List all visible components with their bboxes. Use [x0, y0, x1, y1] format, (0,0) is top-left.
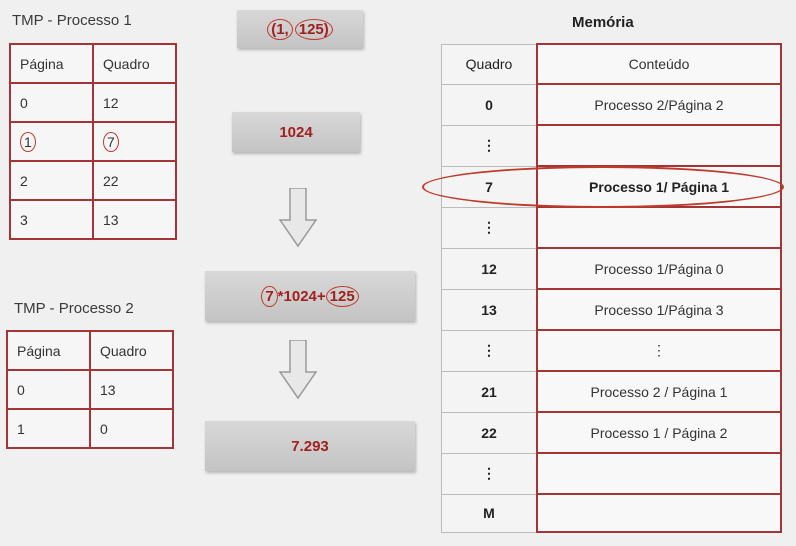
table-row: 0 Processo 2/Página 2 [441, 83, 782, 126]
frame-number: 21 [441, 370, 538, 413]
cell-quadro: 22 [92, 160, 177, 201]
cell-quadro: 13 [92, 199, 177, 240]
table-row: 21 Processo 2 / Página 1 [441, 370, 782, 413]
highlight-circle: 125) [294, 18, 333, 40]
frame-content: Processo 1/Página 3 [536, 288, 782, 331]
cell-pagina: 1 [6, 408, 91, 449]
header-conteudo: Conteúdo [536, 43, 782, 85]
address-open: ( [271, 20, 277, 38]
header-quadro: Quadro [89, 330, 174, 371]
address-offset: 125 [298, 20, 324, 38]
table-row: 2 22 [9, 160, 177, 201]
frame-content [536, 493, 782, 533]
frame-number: M [441, 493, 538, 533]
table-row: 1 0 [6, 408, 174, 449]
cell-pagina: 3 [9, 199, 94, 240]
address-close: ) [323, 20, 329, 38]
frame-content: ⋮ [536, 329, 782, 372]
frame-number: ⋮ [441, 452, 538, 495]
table-row: 0 12 [9, 82, 177, 123]
tmp1-table: Página Quadro 0 12 1 7 2 22 3 13 [9, 43, 177, 240]
tmp2-title: TMP - Processo 2 [14, 300, 134, 317]
page-size-value: 1024 [279, 123, 313, 141]
memory-table: Quadro Conteúdo 0 Processo 2/Página 2 ⋮ … [441, 43, 782, 533]
logical-address-box: (1, 125) [237, 10, 363, 48]
physical-address-value: 7.293 [291, 437, 329, 455]
table-row: 13 Processo 1/Página 3 [441, 288, 782, 331]
table-row: ⋮ [441, 124, 782, 167]
frame-content [536, 124, 782, 167]
physical-address-box: 7.293 [205, 421, 415, 471]
table-row: 1 7 [9, 121, 177, 162]
formula-middle: *1024+ [277, 287, 326, 305]
table-row: ⋮ ⋮ [441, 329, 782, 372]
memory-title: Memória [572, 14, 634, 31]
table-row: Quadro Conteúdo [441, 43, 782, 85]
frame-content: Processo 1 / Página 2 [536, 411, 782, 454]
frame-number: 22 [441, 411, 538, 454]
frame-content: Processo 2/Página 2 [536, 83, 782, 126]
cell-quadro: 7 [92, 121, 177, 162]
frame-content: Processo 1/Página 0 [536, 247, 782, 290]
frame-number: 12 [441, 247, 538, 290]
cell-quadro: 12 [92, 82, 177, 123]
highlight-circle: 7 [261, 285, 278, 307]
cell-pagina: 0 [6, 369, 91, 410]
formula-box: 7*1024+125 [205, 271, 415, 321]
header-quadro: Quadro [92, 43, 177, 84]
highlight-circle: 125 [325, 285, 359, 307]
table-row: ⋮ [441, 206, 782, 249]
header-pagina: Página [9, 43, 94, 84]
tmp1-title: TMP - Processo 1 [12, 12, 132, 29]
frame-number: ⋮ [441, 124, 538, 167]
table-row: 0 13 [6, 369, 174, 410]
frame-number: 13 [441, 288, 538, 331]
frame-number: ⋮ [441, 329, 538, 372]
frame-content: Processo 2 / Página 1 [536, 370, 782, 413]
highlight-circle: (1, [267, 18, 293, 40]
tmp2-table: Página Quadro 0 13 1 0 [6, 330, 174, 449]
table-row: ⋮ [441, 452, 782, 495]
cell-pagina: 2 [9, 160, 94, 201]
cell-quadro: 0 [89, 408, 174, 449]
header-pagina: Página [6, 330, 91, 371]
table-row: Página Quadro [9, 43, 177, 84]
highlight-oval [422, 166, 784, 208]
page-size-box: 1024 [232, 112, 360, 152]
down-arrow-icon [278, 340, 318, 400]
table-row: 12 Processo 1/Página 0 [441, 247, 782, 290]
frame-content [536, 206, 782, 249]
highlight-circle: 7 [103, 131, 119, 152]
frame-number: ⋮ [441, 206, 538, 249]
table-row: 22 Processo 1 / Página 2 [441, 411, 782, 454]
table-row: M [441, 493, 782, 533]
table-row: Página Quadro [6, 330, 174, 371]
down-arrow-icon [278, 188, 318, 248]
header-quadro: Quadro [441, 43, 538, 85]
table-row: 3 13 [9, 199, 177, 240]
frame-content [536, 452, 782, 495]
cell-quadro: 13 [89, 369, 174, 410]
cell-pagina: 0 [9, 82, 94, 123]
frame-number: 0 [441, 83, 538, 126]
highlight-circle: 1 [20, 131, 36, 152]
cell-pagina: 1 [9, 121, 94, 162]
address-page: 1, [276, 20, 289, 38]
